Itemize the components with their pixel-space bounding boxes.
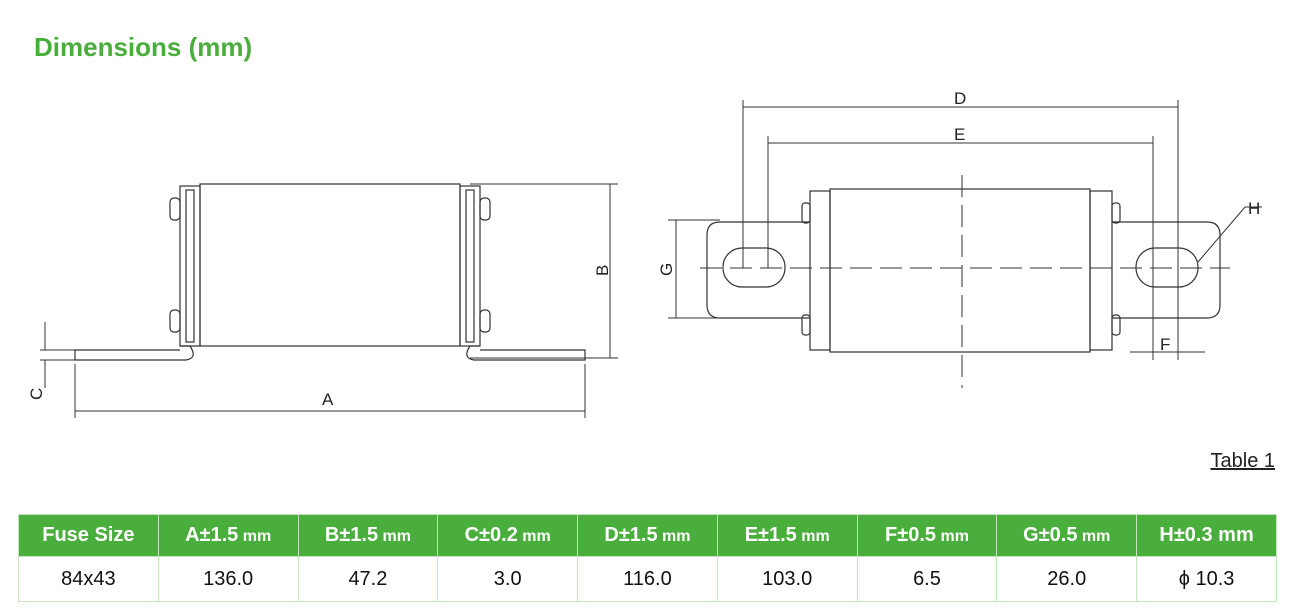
side-view-drawing: A B C [27,183,618,418]
dimension-label-a: A [322,390,334,409]
dimension-label-e: E [954,125,965,144]
dimension-label-d: D [954,89,966,108]
header-unit: mm [378,528,411,545]
header-unit: mm [936,528,969,545]
header-unit: mm [238,528,272,545]
header-e: E±1.5 mm [716,514,858,557]
dimension-label-f: F [1160,335,1170,354]
cell-fuse-size: 84x43 [18,556,159,602]
dimension-label-h: H [1248,199,1260,218]
dimension-label-c: C [27,388,46,400]
header-label: H±0.3 mm [1159,524,1254,546]
header-label: F±0.5 [885,524,937,546]
cell-g: 26.0 [996,556,1138,602]
cell-h: ϕ 10.3 [1136,556,1277,602]
header-unit: mm [657,528,691,545]
header-g: G±0.5 mm [996,514,1138,557]
header-label: D±1.5 [604,524,658,546]
cell-e: 103.0 [716,556,858,602]
dimensions-table: Fuse Size A±1.5 mm B±1.5 mm C±0.2 mm D±1… [18,514,1277,602]
header-unit: mm [796,528,830,545]
header-h: H±0.3 mm [1136,514,1277,557]
table-caption: Table 1 [1210,450,1276,472]
header-label: C±0.2 [464,524,518,546]
cell-d: 116.0 [577,556,718,602]
header-a: A±1.5 mm [157,514,299,557]
cell-b: 47.2 [297,556,439,602]
header-d: D±1.5 mm [577,514,718,557]
dimension-label-g: G [657,263,676,276]
dimension-label-b: B [593,265,612,276]
cell-f: 6.5 [856,556,998,602]
header-label: Fuse Size [42,524,135,546]
page-title: Dimensions (mm) [34,32,253,62]
header-fuse-size: Fuse Size [18,514,159,557]
header-label: E±1.5 [744,524,797,546]
header-label: A±1.5 [185,524,239,546]
header-unit: mm [517,528,551,545]
top-view-drawing: D E F G H [657,89,1262,388]
header-label: G±0.5 [1023,524,1078,546]
header-c: C±0.2 mm [437,514,579,557]
table-header-row: Fuse Size A±1.5 mm B±1.5 mm C±0.2 mm D±1… [18,514,1277,557]
header-f: F±0.5 mm [856,514,998,557]
table-row: 84x43 136.0 47.2 3.0 116.0 103.0 6.5 26.… [18,556,1277,602]
header-unit: mm [1077,528,1111,545]
fuse-dimension-drawings: A B C D E F G H [27,89,1262,418]
header-b: B±1.5 mm [297,514,439,557]
header-label: B±1.5 [324,524,379,546]
cell-a: 136.0 [157,556,299,602]
cell-c: 3.0 [437,556,579,602]
